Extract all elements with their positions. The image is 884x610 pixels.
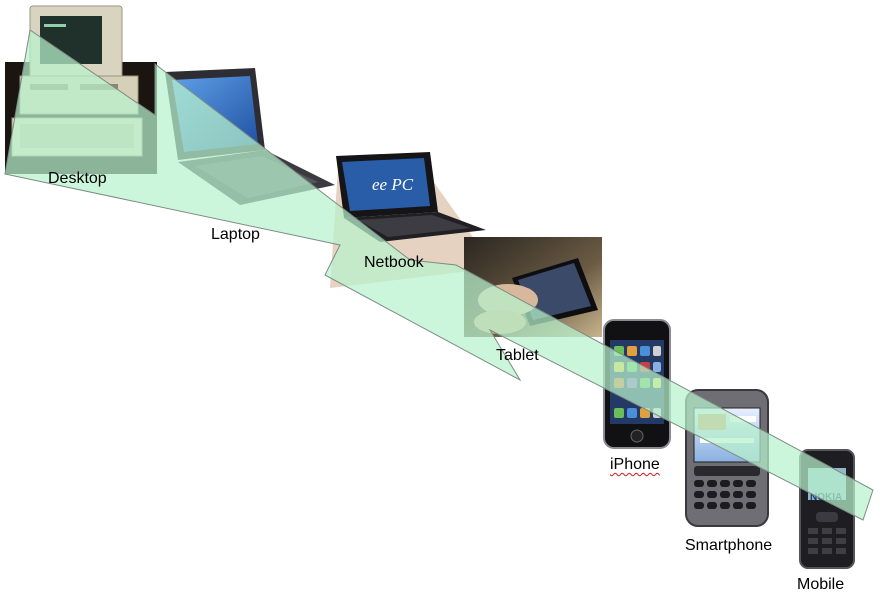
netbook-image: ee PC xyxy=(330,152,495,288)
label-desktop: Desktop xyxy=(48,170,107,187)
label-tablet: Tablet xyxy=(496,347,539,364)
label-netbook: Netbook xyxy=(364,254,424,271)
descending-arrow xyxy=(4,29,874,521)
netbook-screen-text: ee PC xyxy=(372,175,414,194)
label-iphone: iPhone xyxy=(610,456,660,473)
label-laptop: Laptop xyxy=(211,226,260,243)
label-smartphone: Smartphone xyxy=(685,537,773,554)
label-mobile: Mobile xyxy=(797,576,845,593)
